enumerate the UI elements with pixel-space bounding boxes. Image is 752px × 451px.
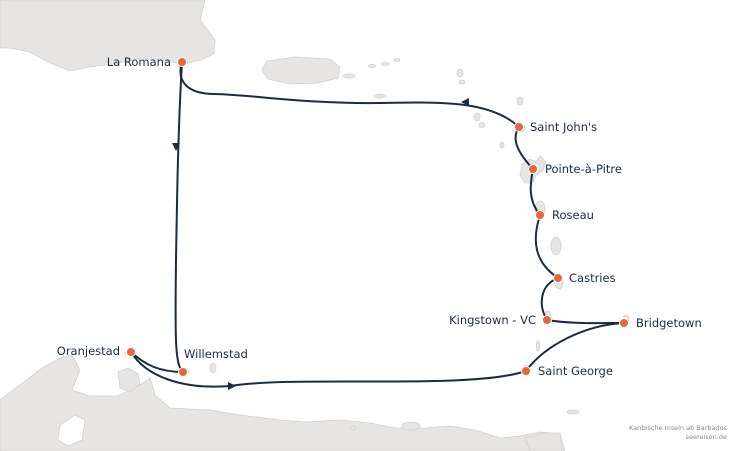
landmass-small-isle bbox=[350, 425, 356, 431]
port-label: Pointe-à-Pitre bbox=[545, 162, 622, 176]
port-marker[interactable] bbox=[619, 318, 629, 328]
route-kingstown-to-bridgetown bbox=[546, 319, 625, 325]
landmass-trinidad bbox=[524, 432, 563, 451]
landmass-st-croix bbox=[373, 93, 387, 99]
port-la-romana[interactable]: La Romana bbox=[107, 55, 187, 69]
port-pointe-a-pitre[interactable]: Pointe-à-Pitre bbox=[528, 162, 622, 176]
arrow-east bbox=[228, 382, 236, 390]
landmass-barbuda bbox=[516, 96, 524, 106]
port-marker[interactable] bbox=[178, 367, 188, 377]
port-label: Kingstown - VC bbox=[449, 313, 536, 327]
route bbox=[130, 61, 625, 388]
landmass-martinique bbox=[550, 236, 562, 256]
port-label: Oranjestad bbox=[57, 344, 120, 358]
landmass-grenadines bbox=[535, 340, 541, 352]
credit-line-1: Karibische Inseln ab Barbados bbox=[629, 424, 727, 432]
route-la-romana-to-saint-johns bbox=[179, 61, 520, 128]
port-marker[interactable] bbox=[521, 366, 531, 376]
port-willemstad[interactable]: Willemstad bbox=[178, 347, 248, 377]
direction-arrows bbox=[172, 98, 469, 390]
landmass-puerto-rico bbox=[261, 56, 341, 85]
port-bridgetown[interactable]: Bridgetown bbox=[619, 316, 702, 330]
port-marker[interactable] bbox=[126, 347, 136, 357]
port-label: Roseau bbox=[552, 208, 594, 222]
port-marker[interactable] bbox=[177, 57, 187, 67]
landmass-st-kitts bbox=[473, 112, 481, 122]
port-label: Bridgetown bbox=[636, 316, 702, 330]
landmass-st-martin bbox=[458, 79, 466, 85]
landmasses bbox=[0, 0, 630, 451]
route-willemstad-to-la-romana bbox=[174, 61, 184, 373]
map-credit: Karibische Inseln ab Barbados seereisen.… bbox=[629, 424, 727, 442]
route-roseau-to-castries bbox=[534, 214, 559, 279]
port-label: Castries bbox=[569, 271, 616, 285]
landmass-vieques bbox=[342, 73, 356, 79]
port-marker[interactable] bbox=[553, 273, 563, 283]
port-marker[interactable] bbox=[535, 210, 545, 220]
route-saint-george-to-oranjestad bbox=[130, 351, 527, 388]
port-marker[interactable] bbox=[514, 122, 524, 132]
landmass-nevis bbox=[478, 122, 486, 128]
lake-maracaibo bbox=[57, 414, 86, 447]
landmass-margarita bbox=[401, 421, 421, 431]
landmass-virgin-islands-1 bbox=[367, 64, 377, 69]
port-oranjestad[interactable]: Oranjestad bbox=[57, 344, 136, 358]
landmass-south-america bbox=[0, 354, 566, 451]
port-castries[interactable]: Castries bbox=[553, 271, 616, 285]
credit-line-2: seereisen.de bbox=[685, 433, 727, 441]
port-label: La Romana bbox=[107, 55, 171, 69]
landmass-tobago bbox=[566, 409, 580, 415]
port-label: Saint John's bbox=[530, 120, 597, 134]
route-bridgetown-to-saint-george bbox=[525, 322, 625, 372]
landmass-virgin-islands-2 bbox=[380, 62, 390, 67]
landmass-anguilla bbox=[456, 68, 464, 78]
port-marker[interactable] bbox=[528, 164, 538, 174]
port-roseau[interactable]: Roseau bbox=[535, 208, 594, 222]
landmass-virgin-islands-3 bbox=[393, 58, 401, 62]
arrow-west bbox=[461, 98, 469, 106]
landmass-paraguana bbox=[117, 367, 141, 393]
port-kingstown[interactable]: Kingstown - VC bbox=[449, 313, 552, 327]
port-label: Saint George bbox=[538, 364, 613, 378]
arrow-south bbox=[172, 143, 180, 151]
port-marker[interactable] bbox=[542, 315, 552, 325]
port-label: Willemstad bbox=[184, 347, 248, 361]
landmass-hispaniola bbox=[0, 0, 216, 72]
port-saint-johns[interactable]: Saint John's bbox=[514, 120, 598, 134]
landmass-montserrat bbox=[499, 141, 505, 149]
landmass-bonaire bbox=[209, 362, 217, 374]
port-saint-george[interactable]: Saint George bbox=[521, 364, 613, 378]
